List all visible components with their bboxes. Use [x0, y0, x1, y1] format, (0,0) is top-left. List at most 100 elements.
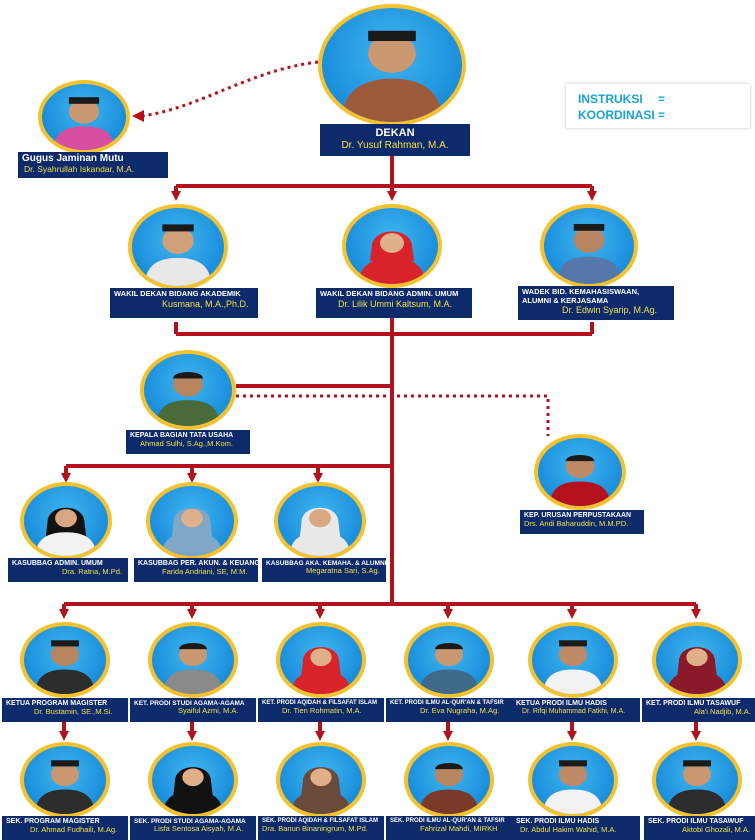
person-icon	[543, 760, 603, 814]
ketua-3-title: KET. PRODI AQIDAH & FILSAFAT ISLAM	[262, 700, 377, 706]
wakil-3-title-2: ALUMNI & KERJASAMA	[522, 295, 609, 305]
wakil-2-photo	[342, 204, 442, 288]
legend-instruksi-label: INSTRUKSI	[578, 92, 643, 106]
person-icon	[291, 647, 351, 694]
person-icon	[163, 643, 223, 694]
kasubbag-2-title: KASUBBAG PER. AKUN. & KEUANG	[138, 560, 258, 567]
legend-instruksi-eq: =	[658, 92, 666, 106]
kasubbag-2-photo	[146, 482, 238, 560]
kasubbag-1-label: KASUBBAG ADMIN. UMUM Dra. Ratna, M.Pd.	[8, 558, 128, 582]
kasubbag-1-name: Dra. Ratna, M.Pd.	[62, 567, 123, 577]
ketua-5-name: Dr. Rifqi Muhammad Fatkhi, M.A.	[522, 708, 626, 716]
dekan-name: Dr. Yusuf Rahman, M.A.	[341, 139, 449, 151]
sek-4-label: SEK. PRODI ILMU AL-QUR'AN & TAFSIR Fahri…	[386, 816, 512, 840]
ktu-name: Ahmad Sulhi, S.Ag.,M.Kom.	[140, 439, 233, 449]
ketua-2-name: Syaiful Azmi, M.A.	[178, 706, 239, 716]
kasubbag-3-name: Megaratna Sari, S.Ag.	[306, 566, 380, 576]
person-icon	[156, 372, 220, 426]
person-icon	[53, 97, 115, 150]
ketua-1-title: KETUA PROGRAM MAGISTER	[6, 700, 108, 707]
wakil-3-label: WADEK BID. KEMAHASISWAAN, ALUMNI & KERJA…	[518, 286, 674, 320]
ketua-4-name: Dr. Eva Nugraha, M.Ag.	[420, 705, 500, 715]
ketua-4-title: KET. PRODI ILMU AL-QUR'AN & TAFSIR	[390, 700, 504, 706]
gjm-label: Gugus Jaminan Mutu Dr. Syahrullah Iskand…	[18, 152, 168, 178]
wakil-3-name: Dr. Edwin Syarip, M.Ag.	[562, 305, 658, 316]
kasubbag-3-label: KASUBBAG AKA. KEMAHA. & ALUMNI Megaratna…	[262, 558, 386, 582]
ketua-1-photo	[20, 622, 110, 698]
sek-3-name: Dra. Banun Binaningrum, M.Pd.	[262, 823, 368, 833]
wakil-1-name: Kusmana, M.A.,Ph.D.	[162, 298, 249, 309]
sek-3-title: SEK. PRODI AQIDAH & FILSAFAT ISLAM	[262, 818, 379, 824]
ketua-6-label: KET. PRODI ILMU TASAWUF Ala'i Nadjib, M.…	[642, 698, 755, 722]
kasubbag-3-title: KASUBBAG AKA. KEMAHA. & ALUMNI	[266, 560, 386, 567]
sek-2-title: SEK. PRODI STUDI AGAMA-AGAMA	[134, 818, 246, 825]
person-icon	[341, 30, 443, 122]
sek-3-label: SEK. PRODI AQIDAH & FILSAFAT ISLAM Dra. …	[258, 816, 384, 840]
ketua-3-name: Dr. Tien Rohmatin, M.A.	[282, 705, 362, 715]
sek-6-title: SEK. PRODI ILMU TASAWUF	[648, 818, 744, 825]
wakil-1-label: WAKIL DEKAN BIDANG AKADEMIK Kusmana, M.A…	[110, 288, 258, 318]
sek-3-photo	[276, 742, 366, 818]
ketua-1-name: Dr. Bustamin, SE.,M.Si.	[34, 707, 113, 717]
ketua-6-title: KET. PRODI ILMU TASAWUF	[646, 700, 741, 707]
person-icon	[289, 507, 351, 556]
person-icon	[144, 224, 212, 286]
ketua-3-photo	[276, 622, 366, 698]
kasubbag-3-photo	[274, 482, 366, 560]
sek-2-name: Lisfa Sentosa Aisyah, M.A.	[154, 824, 244, 834]
dekan-title: DEKAN	[375, 127, 415, 139]
ketua-2-label: KET. PRODI STUDI AGAMA-AGAMA Syaiful Azm…	[130, 698, 256, 722]
ketua-5-photo	[528, 622, 618, 698]
kasubbag-1-title: KASUBBAG ADMIN. UMUM	[12, 560, 103, 567]
ketua-6-name: Ala'i Nadjib, M.A.	[694, 707, 751, 717]
ktu-photo	[140, 350, 236, 430]
person-icon	[419, 763, 479, 814]
person-icon	[667, 647, 727, 694]
ketua-2-title: KET. PRODI STUDI AGAMA-AGAMA	[134, 700, 245, 707]
ketua-4-photo	[404, 622, 494, 698]
person-icon	[419, 643, 479, 694]
ketua-2-photo	[148, 622, 238, 698]
ketua-5-label: KETUA PRODI ILMU HADIS Dr. Rifqi Muhamma…	[512, 698, 640, 722]
sek-5-photo	[528, 742, 618, 818]
kasubbag-2-label: KASUBBAG PER. AKUN. & KEUANG Farida Andr…	[134, 558, 258, 582]
wakil-1-title: WAKIL DEKAN BIDANG AKADEMIK	[114, 289, 241, 298]
person-icon	[543, 640, 603, 694]
person-icon	[35, 640, 95, 694]
sek-4-title: SEK. PRODI ILMU AL-QUR'AN & TAFSIR	[390, 818, 505, 824]
dekan-photo	[318, 4, 466, 126]
wakil-2-name: Dr. Lilik Ummi Kaltsum, M.A.	[338, 298, 453, 309]
ketua-4-label: KET. PRODI ILMU AL-QUR'AN & TAFSIR Dr. E…	[386, 698, 512, 722]
sek-2-photo	[148, 742, 238, 818]
wakil-1-photo	[128, 204, 228, 290]
perpus-photo	[534, 434, 626, 510]
line-koordinasi-gjm	[141, 60, 319, 118]
person-icon	[556, 223, 622, 284]
sek-5-label: SEK. PRODI ILMU HADIS Dr. Abdul Hakim Wa…	[512, 816, 640, 840]
sek-4-photo	[404, 742, 494, 818]
perpus-label: KEP. URUSAN PERPUSTAKAAN Drs. Andi Bahar…	[520, 510, 644, 534]
sek-5-name: Dr. Abdul Hakim Wahid, M.A.	[520, 825, 617, 835]
person-icon	[667, 760, 727, 814]
sek-6-photo	[652, 742, 742, 818]
wakil-2-title: WAKIL DEKAN BIDANG ADMIN. UMUM	[320, 289, 459, 298]
person-icon	[358, 231, 426, 284]
sek-2-label: SEK. PRODI STUDI AGAMA-AGAMA Lisfa Sento…	[130, 816, 256, 840]
ketua-6-photo	[652, 622, 742, 698]
sek-1-name: Dr. Ahmad Fudhaili, M.Ag.	[30, 825, 118, 835]
wakil-3-photo	[540, 204, 638, 288]
legend-koordinasi-label: KOORDINASI	[578, 108, 655, 122]
gjm-title: Gugus Jaminan Mutu	[22, 153, 124, 164]
legend: INSTRUKSI = KOORDINASI =	[566, 84, 750, 128]
ketua-1-label: KETUA PROGRAM MAGISTER Dr. Bustamin, SE.…	[2, 698, 128, 722]
kasubbag-2-name: Farida Andriani, SE, M.M.	[162, 567, 248, 577]
ktu-title: KEPALA BAGIAN TATA USAHA	[130, 432, 234, 439]
legend-koordinasi-eq: =	[658, 108, 666, 122]
person-icon	[549, 455, 611, 506]
sek-1-photo	[20, 742, 110, 818]
arrowhead-gjm	[132, 110, 144, 122]
sek-5-title: SEK. PRODI ILMU HADIS	[516, 818, 600, 825]
person-icon	[35, 507, 97, 556]
wakil-2-label: WAKIL DEKAN BIDANG ADMIN. UMUM Dr. Lilik…	[316, 288, 472, 318]
